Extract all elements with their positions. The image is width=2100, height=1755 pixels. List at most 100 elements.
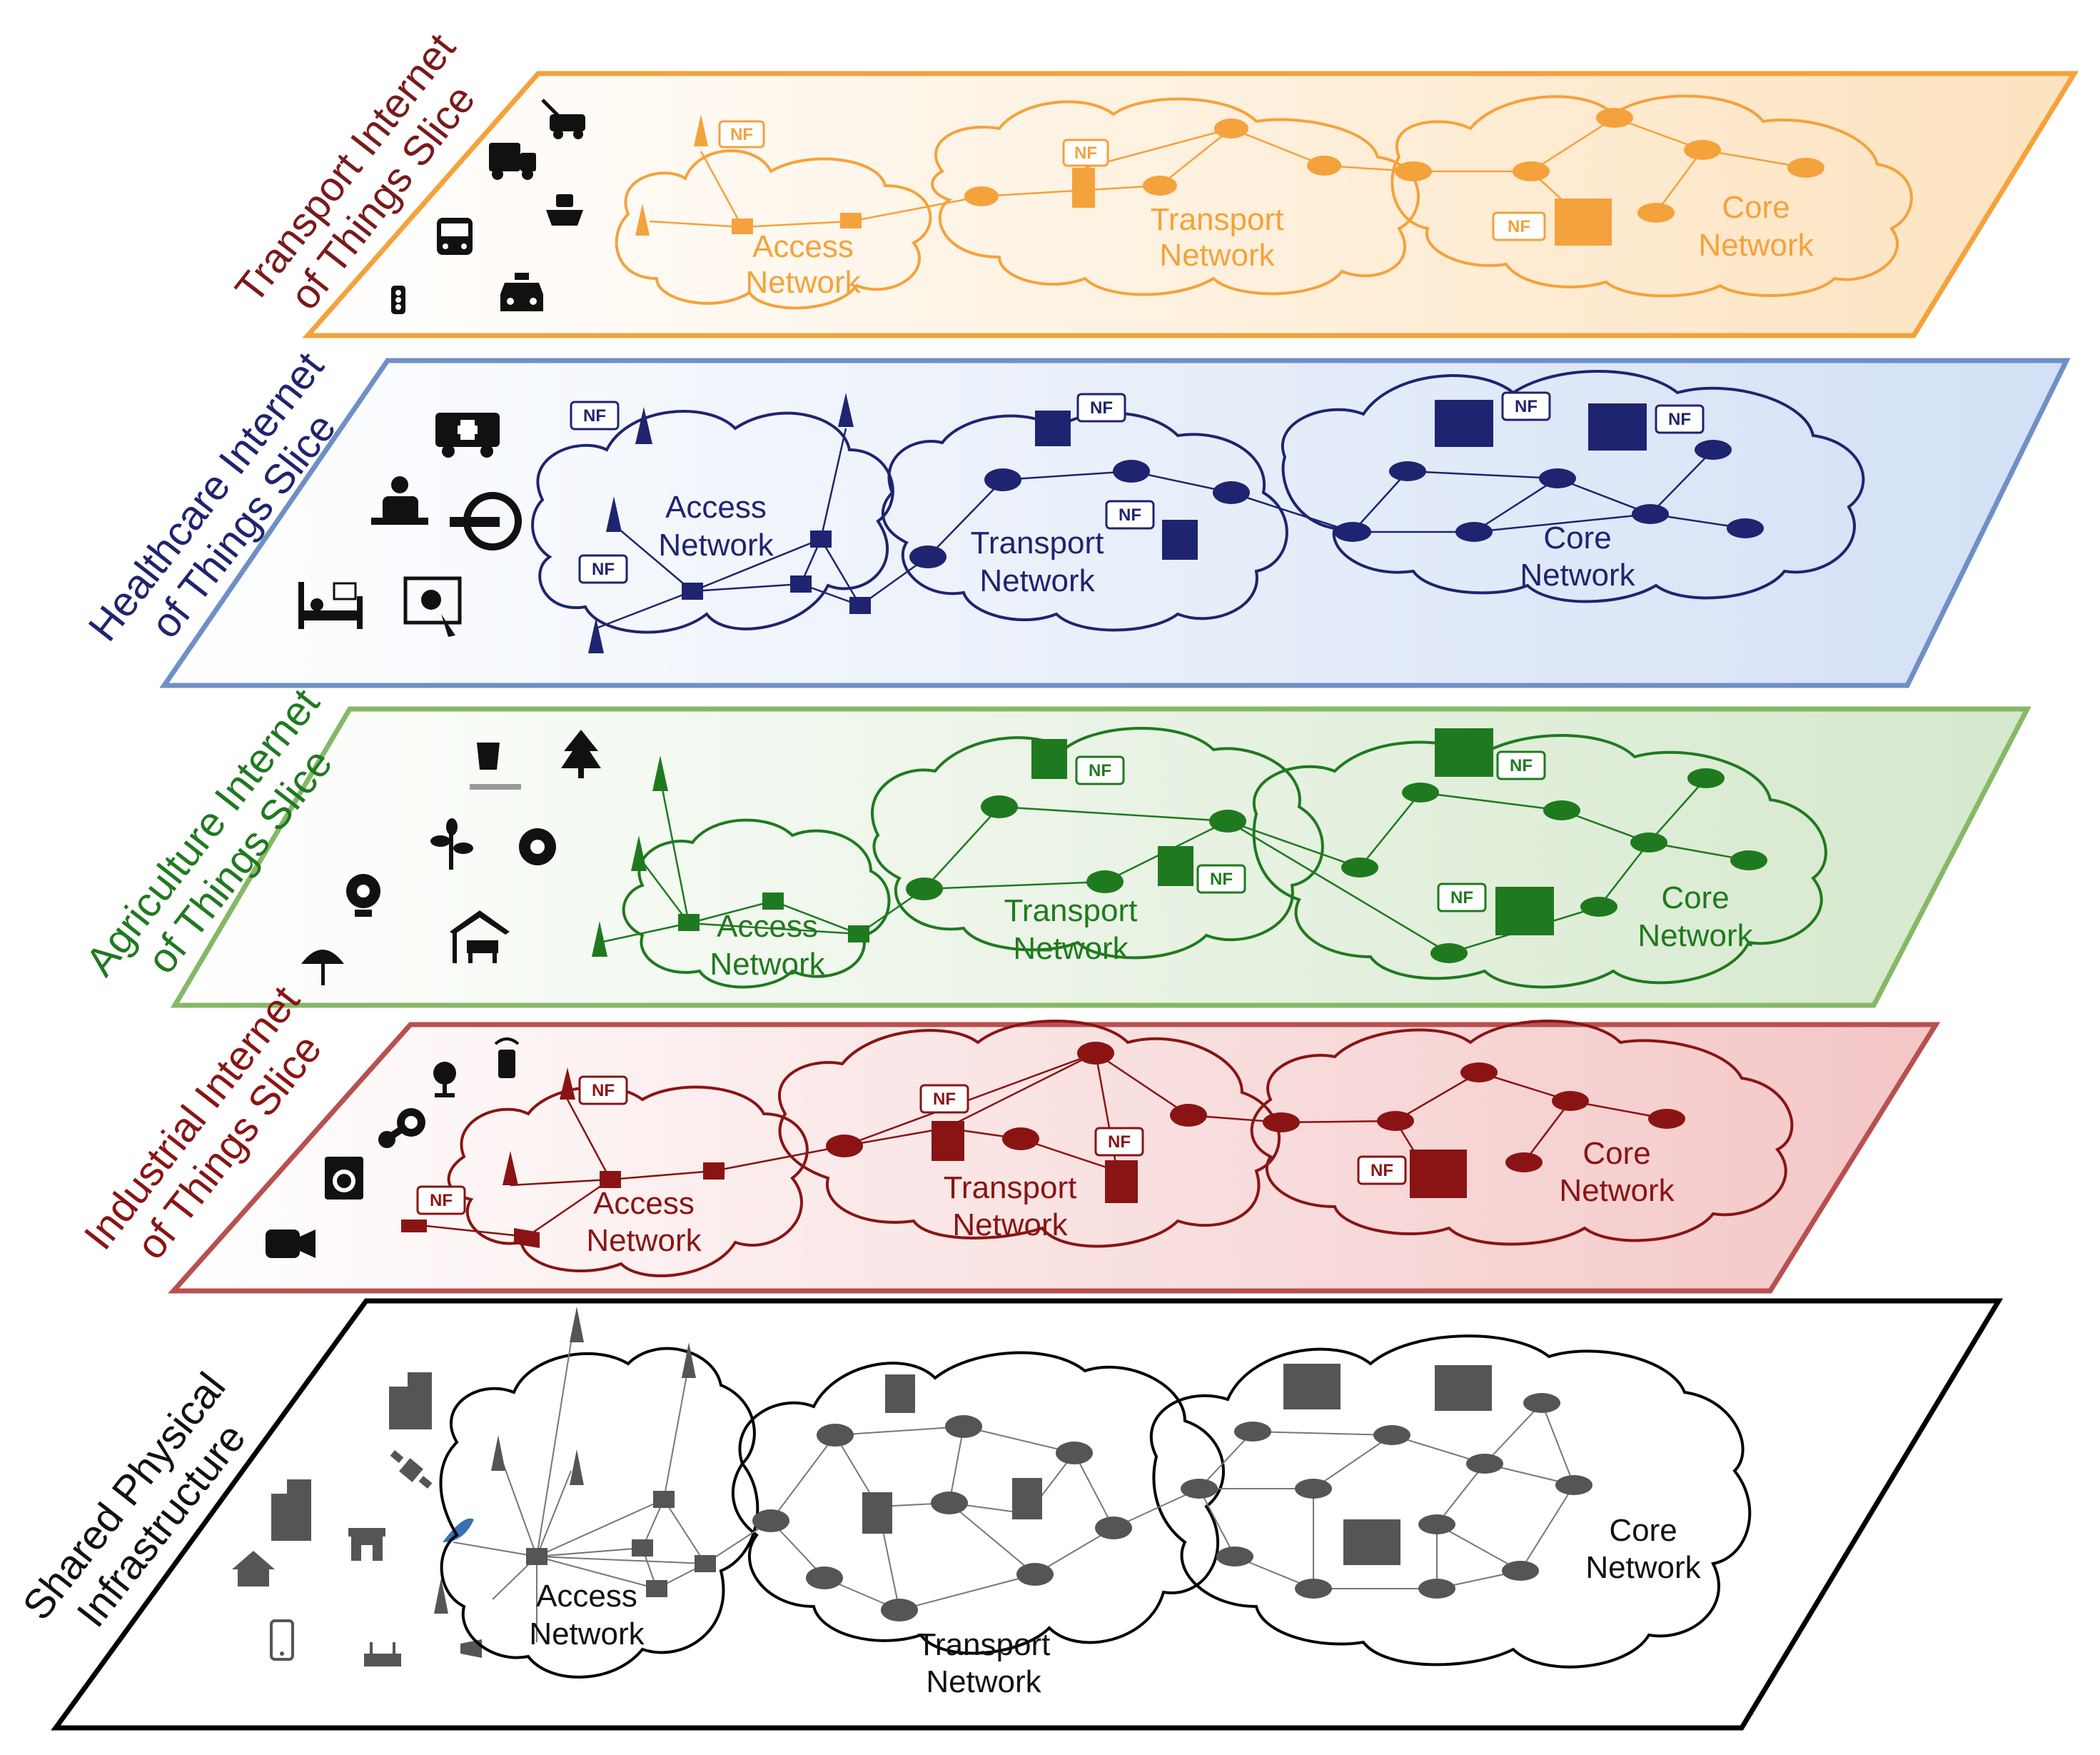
layer-transport-iot: Transport Internet of Things Slice: [226, 25, 2079, 338]
database-icon: [1170, 1104, 1207, 1127]
plant-icon: [430, 818, 473, 870]
database-icon: [1056, 1442, 1093, 1464]
core-network-label: Core: [1722, 190, 1789, 225]
paint-bucket-icon: [470, 743, 521, 790]
database-icon: [826, 1135, 863, 1157]
router-icon: [1730, 850, 1767, 870]
core-network-label: Network: [1559, 1173, 1675, 1208]
core-network-label: Network: [1520, 558, 1635, 593]
nf-badge-label: NF: [1370, 1161, 1393, 1180]
access-network-label: Network: [745, 265, 861, 300]
healthcare-nodes: [588, 393, 1764, 653]
nf-badge: [1437, 882, 1487, 912]
transport-network-label: Transport: [1151, 202, 1284, 237]
physical-cloud-labels: Access Network Transport Network Core Ne…: [529, 1513, 1701, 1699]
nf-badge-label: NF: [1450, 888, 1473, 907]
access-network-label: Access: [717, 909, 818, 944]
switch-icon: [840, 213, 862, 228]
nf-badge: [1062, 139, 1109, 167]
doctor-icon: [371, 476, 428, 525]
flower-2-icon: [346, 874, 380, 917]
nf-badge-label: NF: [730, 125, 753, 144]
industrial-cloud-labels: Access Network Transport Network Core Ne…: [586, 1136, 1675, 1258]
industrial-nodes: [401, 1042, 1685, 1248]
satellite-icon: [390, 1450, 433, 1489]
switch-icon: [514, 1228, 540, 1248]
house-icon: [232, 1551, 275, 1586]
database-icon: [906, 878, 943, 900]
router-icon: [1334, 522, 1371, 542]
nf-badge: [1094, 1127, 1144, 1157]
nf-badge: [718, 120, 765, 149]
transport-transport-cloud: [931, 97, 1420, 296]
nf-badge: [1496, 750, 1546, 780]
nf-badge-label: NF: [933, 1090, 956, 1109]
nf-badge: [1105, 500, 1155, 530]
transport-nodes: [635, 108, 1824, 246]
nf-badge: [578, 554, 628, 584]
flower-icon: [519, 828, 556, 865]
video-camera-icon: [266, 1229, 315, 1258]
agriculture-icons: [301, 730, 601, 985]
agriculture-nf-badges: NF NF NF NF: [1075, 750, 1546, 912]
agriculture-cloud-labels: Access Network Transport Network Core Ne…: [710, 880, 1753, 982]
transport-network-label: Network: [926, 1664, 1041, 1699]
router-icon: [1513, 161, 1550, 181]
server-rack-icon: [1158, 846, 1193, 886]
switch-icon: [600, 1171, 621, 1188]
server-rack-icon: [862, 1492, 892, 1534]
router-icon: [1389, 461, 1426, 481]
switch-icon: [849, 597, 871, 614]
router-icon: [1402, 783, 1439, 803]
switch-icon: [703, 1162, 725, 1180]
nf-badge-label: NF: [1074, 144, 1097, 163]
router-icon: [1502, 1561, 1539, 1581]
agriculture-transport-cloud: [871, 727, 1324, 960]
router-icon: [1596, 108, 1633, 128]
physical-transport-cloud: [731, 1351, 1225, 1655]
nf-badge: [1492, 211, 1546, 241]
router-icon: [1580, 897, 1617, 917]
nf-badge: [570, 401, 620, 431]
traffic-light-icon: [391, 286, 405, 314]
healthcare-core-cloud: [1281, 370, 1865, 603]
nf-badge-label: NF: [592, 1081, 615, 1100]
industrial-links: [412, 1052, 1667, 1238]
transport-network-label: Network: [1159, 238, 1275, 273]
antenna-icon: [588, 618, 604, 653]
hospital-bed-icon: [298, 582, 363, 629]
nf-badge-label: NF: [1090, 398, 1113, 418]
server-rack-icon: [1555, 198, 1612, 246]
server-rack-icon: [1343, 1519, 1400, 1565]
delivery-truck-icon: [489, 143, 536, 180]
server-rack-icon: [1162, 520, 1198, 560]
nf-badge-label: NF: [430, 1191, 453, 1210]
layer-healthcare-iot: Healthcare Internet of Things Slice: [79, 343, 2071, 688]
nf-badge-label: NF: [1210, 870, 1233, 889]
router-icon: [1373, 1425, 1410, 1445]
washing-machine-icon: [325, 1157, 363, 1200]
database-icon: [1307, 156, 1341, 176]
server-rack-icon: [1012, 1478, 1042, 1519]
server-rack-icon: [932, 1121, 964, 1161]
switch-icon: [682, 583, 703, 600]
database-icon: [1086, 870, 1124, 893]
router-icon: [1637, 203, 1675, 223]
switch-icon: [810, 530, 832, 548]
switch-icon: [695, 1555, 716, 1572]
core-network-label: Core: [1609, 1513, 1677, 1548]
router-icon: [1418, 1514, 1455, 1534]
healthcare-transport-cloud: [882, 411, 1288, 632]
router-icon: [1695, 440, 1732, 460]
database-icon: [1113, 460, 1150, 483]
server-rack-icon: [1031, 739, 1067, 779]
bus-icon: [437, 218, 473, 255]
building-icon: [389, 1372, 432, 1429]
store-icon: [348, 1528, 385, 1561]
server-rack-icon: [1035, 411, 1071, 446]
database-icon: [909, 545, 946, 568]
router-icon: [1234, 1422, 1271, 1442]
transport-icons: [391, 99, 585, 314]
router-icon: [1684, 140, 1721, 160]
